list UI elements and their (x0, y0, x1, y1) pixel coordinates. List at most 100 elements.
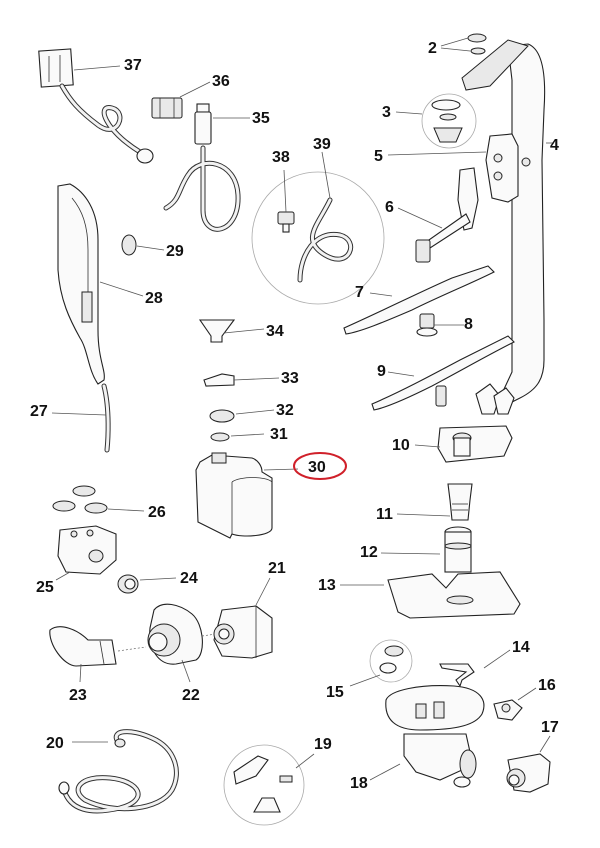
label-39: 39 (313, 136, 331, 153)
leader-25 (55, 571, 71, 581)
part-8-nozzle (416, 313, 438, 337)
part-4-water-duct (461, 39, 546, 415)
part-21-motor (213, 605, 273, 659)
leader-27 (51, 412, 107, 416)
label-3: 3 (382, 104, 391, 121)
leader-14 (483, 649, 511, 669)
leader-6 (397, 207, 443, 229)
label-30: 30 (308, 459, 326, 476)
label-23: 23 (69, 687, 87, 704)
label-11: 11 (376, 506, 393, 523)
label-9: 9 (377, 363, 386, 380)
part-24-gasket (117, 574, 139, 594)
part-22-pump-housing (147, 603, 203, 665)
label-24: 24 (180, 570, 198, 587)
leader-19 (295, 753, 315, 769)
leader-7 (369, 292, 393, 297)
part-10-arm-support (437, 425, 513, 463)
leader-37 (73, 65, 121, 71)
label-16: 16 (538, 677, 556, 694)
label-18: 18 (350, 775, 368, 792)
part-30-salt-container (195, 452, 273, 539)
label-5: 5 (374, 148, 383, 165)
part-33-cap (203, 373, 235, 387)
leader-30 (263, 468, 299, 471)
part-36-clip (151, 97, 183, 119)
part-12-filter-cup (444, 526, 472, 573)
leader-5 (387, 151, 487, 156)
part-19-components (233, 755, 293, 813)
detail-circle-19 (223, 744, 305, 826)
part-35-inlet-hose (163, 103, 241, 232)
part-28-side-panel (57, 183, 105, 385)
part-16-valve (493, 699, 523, 721)
part-9-lower-spray-arm (371, 335, 515, 411)
part-34-funnel (198, 319, 236, 343)
part-15-caps (379, 645, 404, 674)
label-14: 14 (512, 639, 530, 656)
leader-2b (440, 47, 471, 52)
leader-23 (79, 663, 82, 683)
label-22: 22 (182, 687, 200, 704)
leader-32 (235, 409, 275, 415)
label-20: 20 (46, 735, 64, 752)
leader-9 (387, 371, 415, 377)
part-20-drain-hose (58, 729, 179, 814)
part-29-cap (121, 234, 137, 256)
label-28: 28 (145, 290, 163, 307)
leader-17 (539, 735, 551, 753)
label-27: 27 (30, 403, 48, 420)
label-25: 25 (36, 579, 54, 596)
leader-16 (517, 687, 537, 701)
leader-26 (107, 508, 145, 512)
label-21: 21 (268, 560, 286, 577)
leader-11 (396, 513, 451, 517)
label-17: 17 (541, 719, 559, 736)
label-37: 37 (124, 57, 142, 74)
leader-18 (369, 763, 401, 781)
leader-31 (230, 433, 265, 437)
part-14-bracket (439, 663, 475, 688)
leader-33 (233, 377, 280, 381)
label-29: 29 (166, 243, 184, 260)
label-15: 15 (326, 684, 344, 701)
label-12: 12 (360, 544, 378, 561)
part-13-micro-filter (387, 571, 521, 619)
part-6-arm-connector (415, 167, 479, 263)
label-35: 35 (252, 110, 270, 127)
label-33: 33 (281, 370, 299, 387)
detail-circle-38-39 (251, 171, 385, 305)
part-32-ring (209, 409, 235, 423)
part-5-distributor (485, 133, 531, 203)
highlight-circle-30 (293, 452, 347, 480)
part-18-sump (385, 685, 485, 788)
part-39-hose (297, 197, 354, 283)
part-31-gasket (210, 432, 230, 442)
leader-21 (255, 577, 271, 606)
leader-12 (380, 552, 441, 555)
leader-10 (414, 444, 441, 448)
label-4: 4 (550, 137, 559, 154)
leader-2a (440, 37, 469, 47)
leader-28 (99, 281, 144, 297)
part-37-power-cord (38, 48, 154, 164)
leader-38 (283, 169, 287, 213)
label-36: 36 (212, 73, 230, 90)
label-31: 31 (270, 426, 288, 443)
leader-22 (181, 659, 191, 683)
label-26: 26 (148, 504, 166, 521)
label-10: 10 (392, 437, 410, 454)
leader-3 (395, 111, 423, 115)
part-38-valve (277, 211, 295, 233)
label-19: 19 (314, 736, 332, 753)
label-6: 6 (385, 199, 394, 216)
leader-36 (179, 81, 211, 98)
part-26-gaskets (52, 485, 108, 514)
leader-29 (136, 245, 165, 251)
leader-24 (139, 577, 177, 581)
part-2-nuts (467, 33, 487, 55)
leader-34 (223, 328, 265, 334)
part-11-filter (447, 483, 473, 521)
leader-39 (321, 151, 331, 199)
label-38: 38 (272, 149, 290, 166)
